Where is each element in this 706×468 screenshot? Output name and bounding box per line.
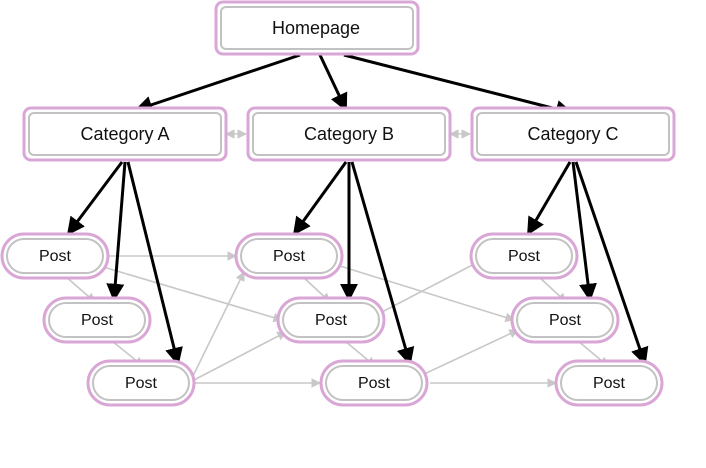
arrow-home-cat-a	[134, 53, 301, 114]
link-a1-b2	[99, 265, 283, 323]
homepage-label: Homepage	[272, 18, 360, 38]
arrow-cat-a-post-3	[126, 161, 183, 366]
post-node[interactable]: Post	[234, 232, 344, 280]
post-label: Post	[315, 312, 348, 329]
arrow-cat-a-post-1	[66, 161, 124, 236]
post-label: Post	[273, 248, 306, 265]
arrow-cat-a-post-2	[106, 161, 127, 302]
link-a3-b2	[193, 331, 287, 381]
post-label: Post	[39, 248, 72, 265]
post-node[interactable]: Post	[42, 296, 152, 344]
homepage-node[interactable]: Homepage	[214, 0, 420, 56]
category-label: Category C	[527, 124, 618, 144]
post-node[interactable]: Post	[319, 359, 429, 407]
link-b1-c2	[339, 265, 515, 323]
arrow-home-cat-b	[318, 54, 348, 112]
post-label: Post	[593, 375, 626, 392]
arrow-cat-c-post-2	[571, 161, 597, 302]
arrow-cat-c-post-3	[574, 161, 649, 366]
arrow-cat-c-post-1	[526, 161, 572, 236]
post-node[interactable]: Post	[510, 296, 620, 344]
post-node[interactable]: Post	[554, 359, 664, 407]
post-label: Post	[81, 312, 114, 329]
post-node[interactable]: Post	[0, 232, 110, 280]
post-label: Post	[508, 248, 541, 265]
post-label: Post	[125, 375, 158, 392]
category-label: Category A	[80, 124, 169, 144]
category-label: Category B	[304, 124, 394, 144]
arrow-cat-b-post-1	[292, 161, 348, 236]
category-node-a[interactable]: Category A	[22, 106, 228, 162]
post-node[interactable]: Post	[469, 232, 579, 280]
category-node-b[interactable]: Category B	[246, 106, 452, 162]
post-node[interactable]: Post	[276, 296, 386, 344]
link-b3-c2	[419, 329, 519, 377]
post-label: Post	[358, 375, 391, 392]
arrow-home-cat-c	[343, 53, 574, 118]
hierarchy-arrows	[66, 53, 649, 366]
arrow-cat-b-post-3	[350, 161, 415, 366]
post-label: Post	[549, 312, 582, 329]
category-node-c[interactable]: Category C	[470, 106, 676, 162]
link-a3-b1	[191, 271, 245, 379]
link-b2-c1	[381, 259, 483, 313]
post-node[interactable]: Post	[86, 359, 196, 407]
